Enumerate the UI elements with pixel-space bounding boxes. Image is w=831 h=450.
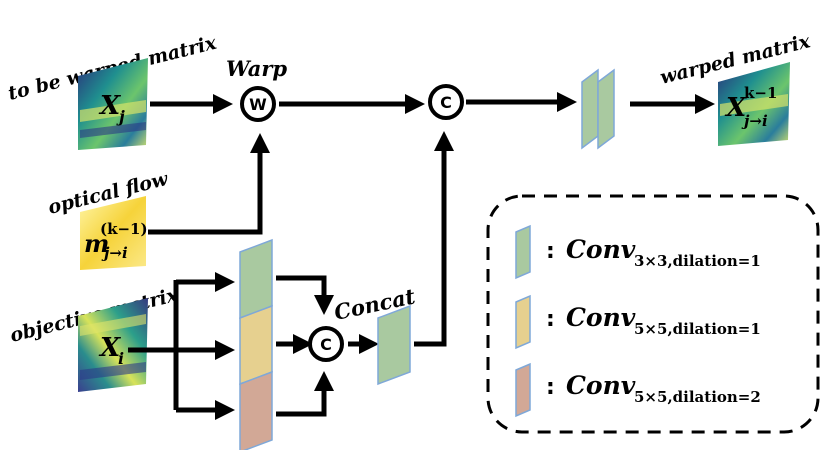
out-x-symbol: X (724, 93, 748, 123)
arrow-flow-to-warp (148, 132, 270, 235)
legend-conv-name: Conv (566, 371, 636, 400)
legend: : Conv 3×3,dilation=1 : Conv 5×5,dilatio… (486, 194, 820, 434)
legend-conv-sub: 5×5,dilation=2 (634, 388, 761, 406)
warp-label: Warp (226, 56, 287, 81)
legend-conv-sub: 3×3,dilation=1 (634, 252, 761, 270)
legend-item-conv-5x5-d1: : Conv 5×5,dilation=1 (515, 294, 761, 350)
out-superscript: k−1 (744, 84, 777, 102)
xj-symbol: X (98, 91, 122, 121)
branch-conv-5x5-d2 (239, 370, 273, 450)
arrow-conv-to-upper-concat (414, 130, 454, 347)
legend-colon: : (546, 375, 555, 400)
out-subscript: j→i (741, 112, 768, 130)
flow-m-symbol: m (84, 229, 109, 258)
arrow-red-to-concat (276, 370, 334, 417)
merge-conv-3x3 (377, 304, 411, 386)
flow-subscript: j→i (101, 244, 128, 262)
legend-conv-name: Conv (566, 235, 636, 264)
warp-node: W (240, 86, 276, 122)
xi-subscript: i (118, 349, 124, 368)
conv-3x3-block-b (597, 68, 615, 150)
legend-swatch-green (515, 224, 531, 280)
inner-concat-symbol: C (320, 335, 332, 354)
flow-superscript: (k−1) (100, 220, 148, 238)
arrow-green-to-concat (276, 275, 334, 316)
upper-concat-node: C (428, 84, 464, 120)
legend-swatch-yellow (515, 294, 531, 350)
connections (128, 92, 716, 420)
conv-pair-output (581, 68, 615, 150)
upper-concat-symbol: C (440, 93, 452, 112)
xi-symbol: X (98, 333, 122, 363)
legend-item-conv-5x5-d2: : Conv 5×5,dilation=2 (515, 362, 761, 418)
legend-conv-sub: 5×5,dilation=1 (634, 320, 761, 338)
branch-conv-5x5-d1 (239, 304, 273, 386)
legend-swatch-red (515, 362, 531, 418)
warp-symbol: W (249, 95, 267, 114)
inner-concat-node: C (308, 326, 344, 362)
legend-colon: : (546, 307, 555, 332)
branch-conv-3x3 (239, 238, 273, 320)
input-xi-image: X i (78, 298, 148, 392)
legend-frame (486, 194, 820, 434)
legend-conv-name: Conv (566, 303, 636, 332)
input-xj-image: X j (78, 58, 148, 150)
optical-flow-image: m (k−1) j→i (80, 196, 148, 270)
warped-output-image: X k−1 j→i (718, 62, 790, 146)
legend-colon: : (546, 239, 555, 264)
xj-subscript: j (116, 107, 125, 126)
legend-item-conv-3x3: : Conv 3×3,dilation=1 (515, 224, 761, 280)
conv-3x3-block-a (581, 68, 599, 150)
